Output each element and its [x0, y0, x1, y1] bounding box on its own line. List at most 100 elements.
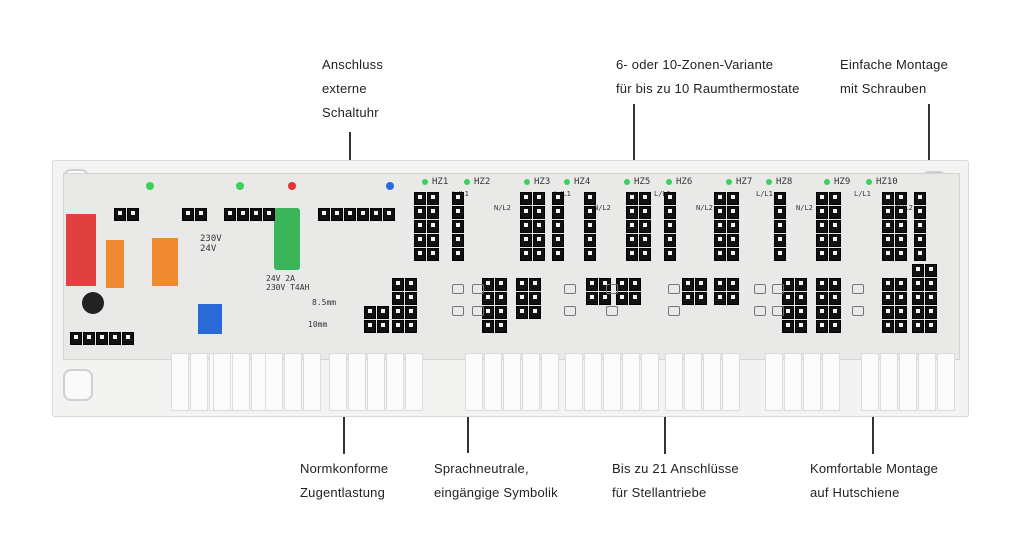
terminal-screw [533, 220, 545, 233]
terminal-screw [414, 234, 426, 247]
callout-line: eingängige Symbolik [434, 485, 558, 500]
terminal-screw [782, 292, 794, 305]
terminal-screw [664, 248, 676, 261]
terminal-screw [584, 248, 596, 261]
voltage-label: 24V [200, 244, 217, 254]
terminal-screw [895, 320, 907, 333]
zone-label: HZ6 [676, 177, 693, 187]
terminal-screw [727, 248, 739, 261]
terminal-label: N/L2 [594, 204, 611, 212]
terminal-screw [495, 320, 507, 333]
terminal-screw [533, 192, 545, 205]
leader-line-zone-variant [633, 104, 635, 188]
terminal-screw [344, 208, 356, 221]
terminal-screw [414, 206, 426, 219]
strain-relief-fin [937, 353, 955, 411]
actuator-symbol-icon [852, 306, 864, 316]
terminal-screw [912, 278, 924, 291]
strain-relief-fin [565, 353, 583, 411]
strain-relief-fin [386, 353, 404, 411]
terminal-screw [639, 206, 651, 219]
strain-relief-fin [918, 353, 936, 411]
callout-symbolism: Sprachneutrale, eingängige Symbolik [434, 457, 558, 505]
actuator-symbol-icon [564, 284, 576, 294]
terminal-screw [714, 278, 726, 291]
terminal-screw [829, 248, 841, 261]
terminal-screw [774, 248, 786, 261]
zone-label: HZ4 [574, 177, 591, 187]
actuator-symbol-icon [472, 306, 484, 316]
terminal-screw [882, 234, 894, 247]
dip-switch [198, 304, 222, 334]
terminal-label: L/L1 [756, 190, 773, 198]
terminal-screw [895, 192, 907, 205]
terminal-screw [495, 306, 507, 319]
fuse-label: 24V 2A 230V T4AH [266, 274, 310, 292]
terminal-screw [816, 234, 828, 247]
callout-din-rail: Komfortable Montage auf Hutschiene [810, 457, 938, 505]
callout-line: Sprachneutrale, [434, 461, 529, 476]
zone-led-green [766, 179, 772, 185]
terminal-screw [452, 220, 464, 233]
terminal-screw [364, 320, 376, 333]
strain-relief-fin [861, 353, 879, 411]
terminal-screw [714, 248, 726, 261]
leader-line-screw-mounting [928, 104, 930, 180]
terminal-screw [639, 234, 651, 247]
terminal-screw [392, 292, 404, 305]
terminal-screw [427, 192, 439, 205]
terminal-screw [616, 292, 628, 305]
terminal-screw [895, 206, 907, 219]
actuator-symbol-icon [606, 284, 618, 294]
strain-relief-fin [665, 353, 683, 411]
terminal-screw [925, 278, 937, 291]
terminal-screw [616, 278, 628, 291]
zone-led-green [464, 179, 470, 185]
callout-line: Einfache Montage [840, 57, 948, 72]
terminal-screw [482, 306, 494, 319]
terminal-screw [774, 206, 786, 219]
zone-led-green [824, 179, 830, 185]
terminal-screw [127, 208, 139, 221]
terminal-screw [495, 292, 507, 305]
callout-line: für bis zu 10 Raumthermostate [616, 81, 800, 96]
terminal-screw [714, 234, 726, 247]
terminal-screw [626, 206, 638, 219]
terminal-label: L/L1 [854, 190, 871, 198]
strain-relief-fin [641, 353, 659, 411]
terminal-screw [682, 292, 694, 305]
callout-line: Anschluss [322, 57, 384, 72]
terminal-screw [533, 248, 545, 261]
terminal-screw [829, 192, 841, 205]
strain-relief-fin [722, 353, 740, 411]
terminal-screw [882, 192, 894, 205]
terminal-screw [584, 220, 596, 233]
callout-actuators: Bis zu 21 Anschlüsse für Stellantriebe [612, 457, 739, 505]
strain-relief-fin [484, 353, 502, 411]
strain-relief-fin [622, 353, 640, 411]
terminal-screw [774, 234, 786, 247]
capacitor [82, 292, 104, 314]
callout-line: Zugentlastung [300, 485, 385, 500]
zone-label: HZ3 [534, 177, 551, 187]
terminal-screw [405, 306, 417, 319]
callout-line: Schaltuhr [322, 105, 379, 120]
terminal-screw [516, 306, 528, 319]
relay-orange [106, 240, 124, 288]
terminal-screw [96, 332, 108, 345]
terminal-screw [914, 206, 926, 219]
terminal-screw [584, 192, 596, 205]
terminal-screw [516, 292, 528, 305]
status-led-blue [386, 182, 394, 190]
strain-relief-fin [503, 353, 521, 411]
terminal-label: N/L2 [796, 204, 813, 212]
strain-relief-fin [584, 353, 602, 411]
terminal-screw [122, 332, 134, 345]
terminal-screw [829, 306, 841, 319]
terminal-screw [782, 306, 794, 319]
terminal-screw [584, 206, 596, 219]
terminal-screw [727, 192, 739, 205]
terminal-screw [250, 208, 262, 221]
status-led-green [146, 182, 154, 190]
terminal-screw [774, 192, 786, 205]
